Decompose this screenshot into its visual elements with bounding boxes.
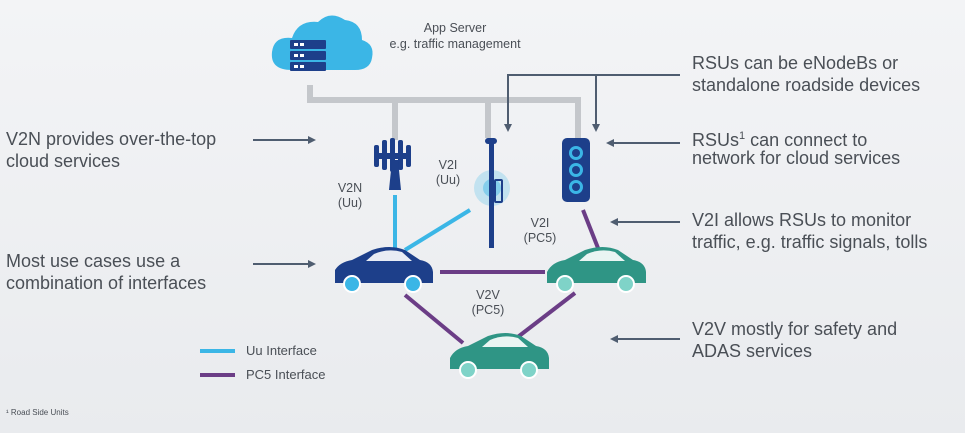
roadside-unit-pole-icon	[474, 138, 510, 248]
v2v-label-pc5: (PC5)	[471, 303, 505, 317]
uu-links	[393, 195, 472, 252]
rsu-enodeb-note-line2: standalone roadside devices	[692, 75, 921, 95]
rsu-cloud-note-main: RSUs	[692, 130, 740, 150]
traffic-signal-icon	[562, 138, 590, 202]
cell-tower-icon	[374, 138, 411, 190]
v2v-label: V2V	[476, 288, 500, 302]
arrowhead-pole	[504, 124, 512, 132]
v2n-label: V2N	[337, 181, 363, 195]
combo-note-line2: combination of interfaces	[6, 273, 207, 293]
rsu-pointer-lines	[507, 74, 680, 128]
arrowhead-v2n	[308, 136, 316, 144]
arrowhead-v2v	[610, 335, 618, 343]
v2i-pc5-label-pc5: (PC5)	[523, 231, 557, 245]
pc5-links	[403, 209, 600, 345]
v2n-note-line2: cloud services	[6, 151, 121, 171]
rsu-cloud-note-rest: can connect to	[745, 130, 868, 150]
arrowhead-combo	[308, 260, 316, 268]
legend-pc5-label: PC5 Interface	[246, 367, 326, 382]
v2i-note-line1: V2I allows RSUs to monitor	[692, 210, 912, 230]
app-server-subtitle: e.g. traffic management	[389, 37, 521, 51]
v2v-note-line2: ADAS services	[692, 341, 813, 361]
car-teal-right-icon	[547, 247, 646, 293]
arrowhead-rsu-cloud	[606, 139, 614, 147]
v2i-uu-label-uu: (Uu)	[435, 173, 461, 187]
car-navy-icon	[335, 247, 433, 293]
app-server-title: App Server	[423, 21, 487, 35]
car-teal-bottom-icon	[450, 333, 549, 379]
rsu-cloud-note-line1: RSUs1 can connect to	[692, 125, 867, 151]
rsu-cloud-note-line2: network for cloud services	[692, 148, 901, 168]
v2n-label-uu: (Uu)	[337, 196, 363, 210]
footnote: ¹ Road Side Units	[6, 408, 69, 417]
v2i-pc5-label: V2I	[530, 216, 550, 230]
right-arrows	[612, 142, 680, 340]
v2i-uu-label: V2I	[438, 158, 458, 172]
v2v-note-line1: V2V mostly for safety and	[692, 319, 898, 339]
arrowhead-v2i	[610, 218, 618, 226]
rsu-footnote-marker: 1	[739, 130, 746, 142]
v2n-note-line1: V2N provides over-the-top	[6, 129, 217, 149]
backhaul-lines	[307, 85, 581, 140]
legend-uu-label: Uu Interface	[246, 343, 317, 358]
rsu-enodeb-note-line1: RSUs can be eNodeBs or	[692, 53, 899, 73]
v2i-note-line2: traffic, e.g. traffic signals, tolls	[692, 232, 928, 252]
left-arrows	[253, 139, 310, 265]
combo-note-line1: Most use cases use a	[6, 251, 181, 271]
cloud-server-icon	[271, 15, 373, 71]
arrowhead-signal	[592, 124, 600, 132]
